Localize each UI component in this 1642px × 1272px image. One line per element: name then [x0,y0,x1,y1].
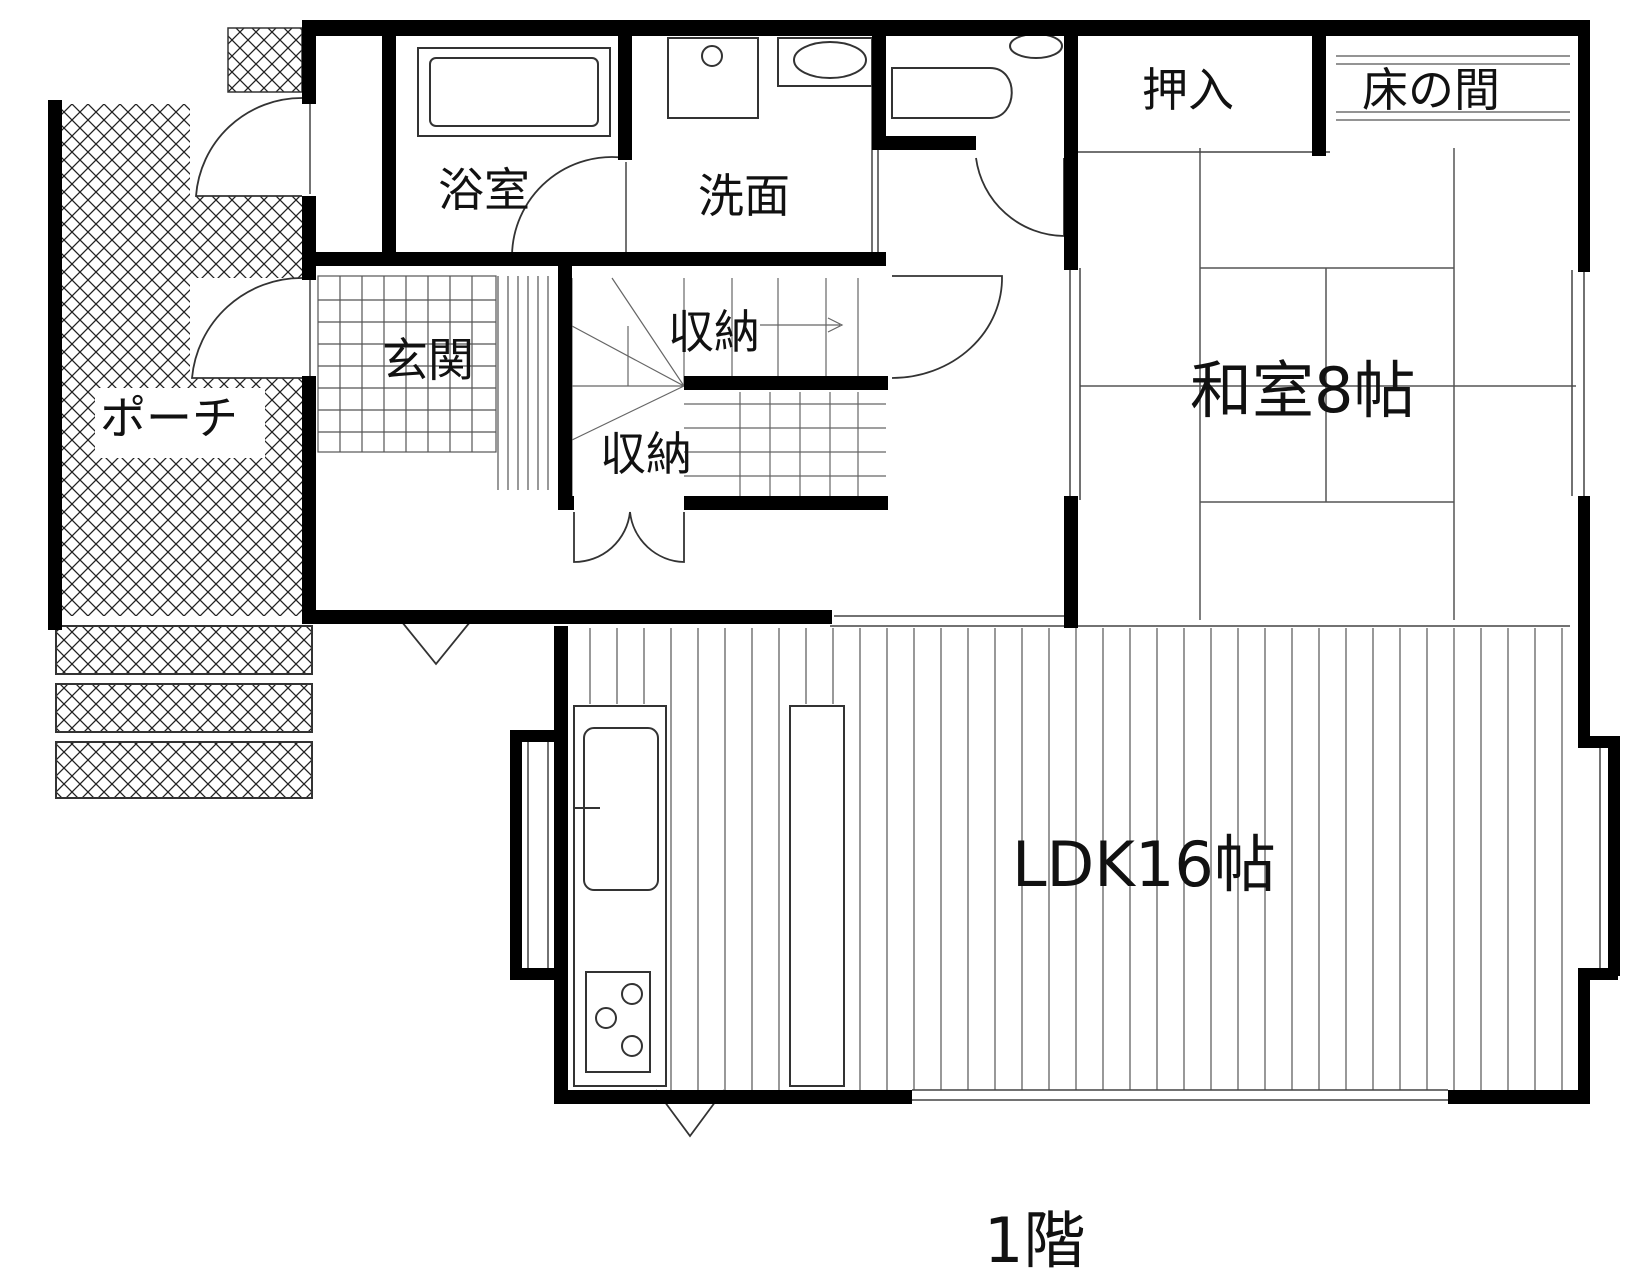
bathtub [417,47,611,137]
label-washitsu: 和室8帖 [1190,354,1415,427]
entrance-step [497,276,549,490]
toilet [891,33,1063,119]
label-oshiire: 押入 [1142,63,1234,117]
tokonoma-lines [1336,55,1570,121]
ldk-floorboards [589,628,1563,1090]
porch-area [62,27,303,616]
washbasin [667,37,759,119]
porch-steps [55,625,313,799]
label-porch: ポーチ [100,391,238,445]
label-bath: 浴室 [438,163,530,217]
entrance-tiles [317,275,497,453]
tatami-lines [1080,148,1576,620]
walls [48,20,1620,1104]
label-storage-lower: 収納 [600,427,692,481]
label-entrance: 玄関 [382,333,474,387]
floor-title: 1階 [984,1204,1085,1272]
washing-sink [777,37,873,87]
label-washroom: 洗面 [698,169,790,223]
label-storage-upper: 収納 [668,305,760,359]
kitchen-counter [573,705,845,1087]
label-tokonoma: 床の間 [1362,63,1500,117]
label-ldk: LDK16帖 [1012,828,1276,901]
door-swings [191,97,1065,1138]
